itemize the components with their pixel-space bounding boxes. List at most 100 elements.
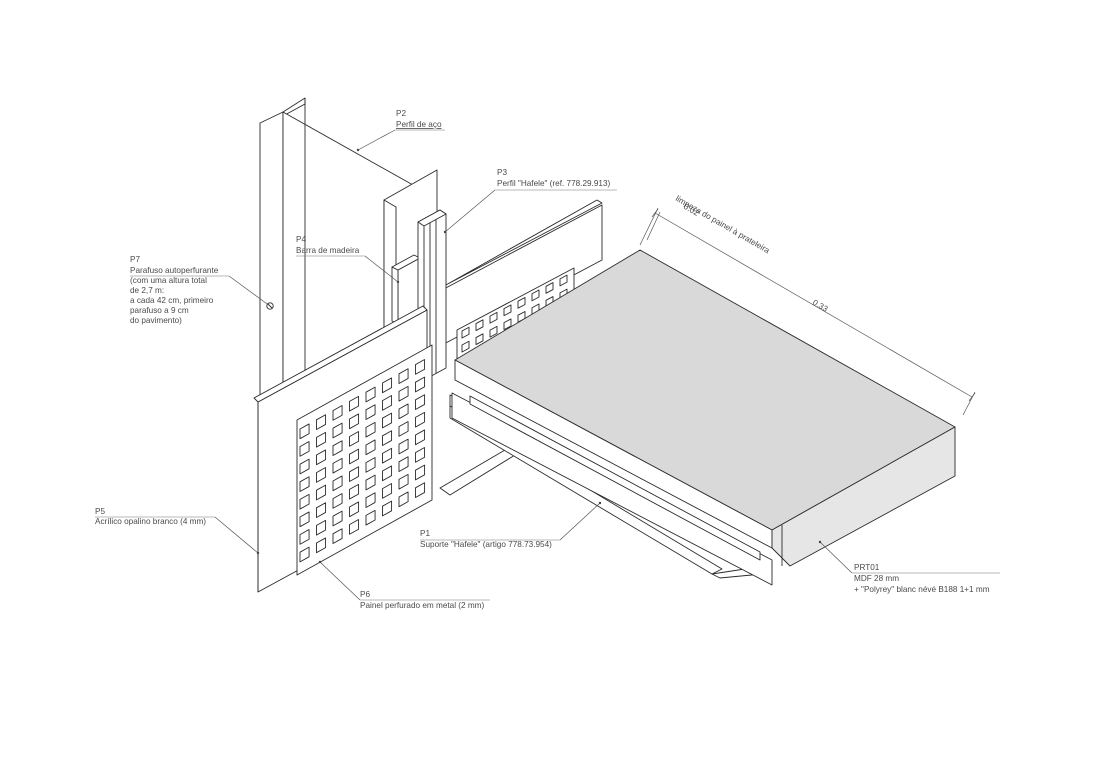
label-p6-code: P6 xyxy=(360,590,370,599)
back-perf-hole xyxy=(489,325,498,338)
front-perf-hole xyxy=(316,484,327,501)
back-perf-hole xyxy=(545,282,554,294)
leader-p5-dot xyxy=(256,551,260,555)
front-perf-hole xyxy=(365,509,376,526)
label-p7-line: (com uma altura total xyxy=(130,276,207,285)
depth-value: 0.33 xyxy=(811,298,830,314)
front-perf-hole xyxy=(299,476,310,492)
leader-p4 xyxy=(364,255,399,283)
front-perf-hole xyxy=(382,377,393,394)
front-perf-hole xyxy=(299,493,310,510)
label-p7-line: Parafuso autoperfurante xyxy=(130,266,219,275)
front-perf-hole xyxy=(415,394,426,410)
front-perf-hole xyxy=(349,466,360,482)
front-perf-hole xyxy=(398,456,409,472)
front-perf-hole xyxy=(398,473,409,490)
front-perf-hole xyxy=(332,475,343,492)
front-perf-hole xyxy=(316,431,327,448)
back-perforated-panel xyxy=(456,267,575,363)
front-perf-hole xyxy=(316,414,327,430)
label-p7-code: P7 xyxy=(130,255,140,264)
front-perf-hole xyxy=(415,411,426,428)
depth-tick-right xyxy=(968,392,976,402)
front-perf-hole xyxy=(299,423,310,440)
perforated-panel-face xyxy=(296,344,433,576)
front-perf-hole xyxy=(332,457,343,474)
leader-lines xyxy=(95,129,1000,601)
label-p7-line: a cada 42 cm, primeiro xyxy=(130,296,214,305)
front-perf-hole xyxy=(398,368,409,384)
perforated-metal-panel xyxy=(296,344,433,576)
label-p5-desc: Acrílico opalino branco (4 mm) xyxy=(95,517,206,526)
label-prt01-line: + "Polyrey" blanc névé B188 1+1 mm xyxy=(854,585,990,594)
front-perf-hole xyxy=(349,413,360,430)
front-perf-hole xyxy=(316,537,327,554)
front-perf-hole xyxy=(332,493,343,509)
front-perf-hole xyxy=(398,421,409,437)
hafele-rail-top xyxy=(417,209,447,227)
front-perf-hole xyxy=(365,421,376,438)
front-perf-hole xyxy=(349,448,360,465)
front-perf-hole xyxy=(382,430,393,446)
leader-p2-dot xyxy=(356,148,360,152)
front-perf-hole xyxy=(382,447,393,464)
leader-p3 xyxy=(444,189,496,233)
depth-dimension-line xyxy=(654,212,973,398)
leader-prt01 xyxy=(819,541,853,574)
front-perf-hole xyxy=(398,385,409,402)
front-perf-hole xyxy=(349,483,360,500)
back-perf-hole xyxy=(475,319,484,331)
label-prt01-line: MDF 28 mm xyxy=(854,574,899,583)
front-perf-hole xyxy=(415,482,426,498)
front-perf-hole xyxy=(332,528,343,544)
label-p3-desc: Perfil "Hafele" (ref. 778.29.913) xyxy=(497,179,610,188)
back-perf-hole xyxy=(489,311,498,324)
steel-profile xyxy=(259,97,414,399)
front-perf-hole xyxy=(332,405,343,421)
label-p4-code: P4 xyxy=(296,235,306,244)
leader-p1 xyxy=(559,502,601,541)
front-perf-hole xyxy=(415,359,426,375)
depth-tick-left xyxy=(651,208,659,218)
back-perf-hole xyxy=(503,304,512,317)
front-perf-hole xyxy=(365,386,376,403)
label-p6-desc: Painel perfurado em metal (2 mm) xyxy=(360,601,484,610)
leader-p1-dot xyxy=(598,501,602,505)
label-p3-code: P3 xyxy=(497,168,507,177)
steel-profile-top xyxy=(282,97,306,117)
front-perf-hole xyxy=(398,491,409,508)
front-perf-hole xyxy=(382,500,393,517)
back-perf-hole xyxy=(559,274,568,287)
label-p6: P6 Painel perfurado em metal (2 mm) xyxy=(360,590,484,610)
front-perf-hole xyxy=(415,447,426,463)
front-perf-hole xyxy=(382,483,393,499)
front-perf-hole xyxy=(299,441,310,457)
label-p7-line: do pavimento) xyxy=(130,316,182,325)
front-perf-hole xyxy=(349,501,360,518)
wood-bar-side xyxy=(391,266,399,325)
front-perf-hole xyxy=(299,458,310,475)
label-p5: P5 Acrílico opalino branco (4 mm) xyxy=(95,507,206,526)
back-perf-hole xyxy=(475,333,484,345)
leader-p4-dot xyxy=(396,280,400,284)
front-perf-hole xyxy=(316,449,327,466)
front-perf-hole xyxy=(332,440,343,456)
front-perf-hole xyxy=(415,464,426,481)
leader-p3-dot xyxy=(443,230,447,234)
front-perf-hole xyxy=(415,376,426,393)
leader-p5 xyxy=(214,516,259,554)
leader-p6 xyxy=(319,561,361,601)
front-perf-hole xyxy=(299,529,310,545)
leader-p6-dot xyxy=(318,560,322,564)
wood-bar xyxy=(391,254,421,325)
front-perf-hole xyxy=(415,429,426,446)
gap-note: limpeza do painel à prateleira xyxy=(674,194,772,255)
label-p1-desc: Suporte "Hafele" (artigo 778.73.954) xyxy=(420,540,552,549)
shelf-prt01 xyxy=(451,249,956,586)
shelf-bracket-slot-inner xyxy=(469,395,761,561)
leader-p7 xyxy=(228,275,271,307)
label-p1: P1 Suporte "Hafele" (artigo 778.73.954) xyxy=(420,529,552,549)
front-perf-hole xyxy=(316,502,327,518)
front-perf-hole xyxy=(365,404,376,420)
